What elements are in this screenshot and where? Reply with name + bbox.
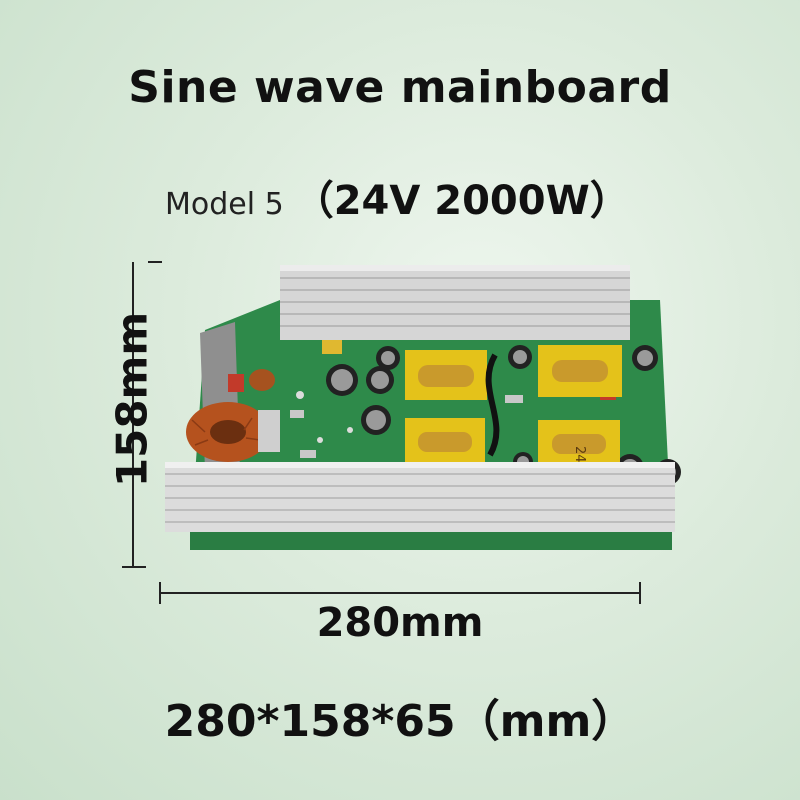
product-title: Sine wave mainboard [128, 62, 672, 113]
bottom-heatsink [165, 462, 675, 532]
model-label: Model 5 [165, 187, 284, 222]
width-dimension-line [159, 582, 641, 604]
toroid-coil [186, 402, 280, 462]
top-heatsink [280, 265, 630, 340]
wire [485, 353, 500, 457]
model-spec: （24V 2000W） [293, 178, 630, 224]
width-dimension-label: 280mm [316, 600, 484, 646]
model-line: Model 5 （24V 2000W） [165, 168, 630, 226]
transformers: 24V [405, 345, 622, 472]
height-dimension-line [122, 261, 162, 568]
height-dimension-label: 158mm [107, 311, 157, 488]
overall-size: 280*158*65（mm） [164, 696, 636, 747]
